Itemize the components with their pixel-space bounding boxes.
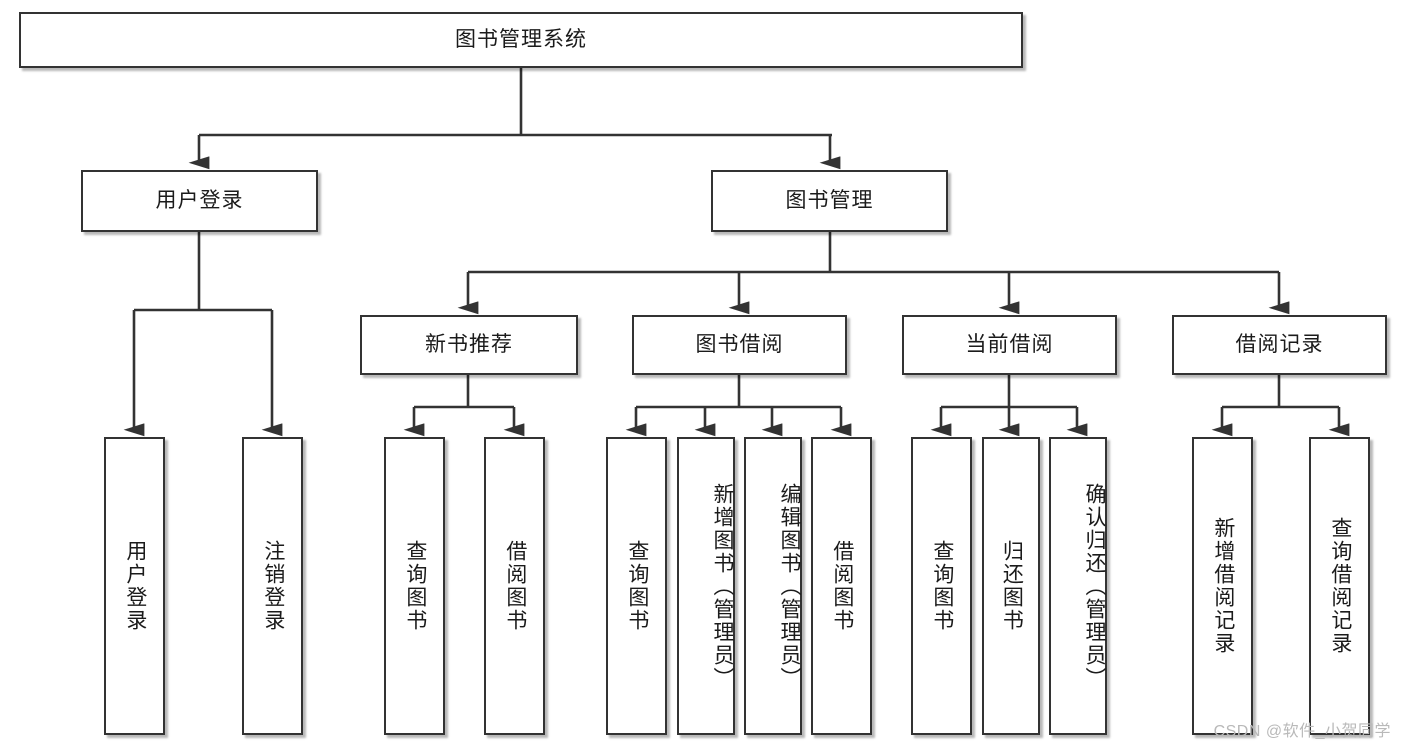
node-leaf-user-login[interactable]: 用户登录	[104, 437, 165, 735]
node-leaf-logout[interactable]: 注销登录	[242, 437, 303, 735]
node-book-borrow[interactable]: 图书借阅	[632, 315, 847, 375]
node-borrow-records[interactable]: 借阅记录	[1172, 315, 1387, 375]
node-label: 借阅图书	[503, 540, 527, 632]
node-leaf-confirm-return-admin[interactable]: 确认归还（管理员）	[1049, 437, 1107, 735]
node-leaf-add-borrow-record[interactable]: 新增借阅记录	[1192, 437, 1253, 735]
node-leaf-query-books-current[interactable]: 查询图书	[911, 437, 972, 735]
node-label: 新书推荐	[425, 332, 513, 356]
node-leaf-borrow-books[interactable]: 借阅图书	[811, 437, 872, 735]
node-label: 注销登录	[261, 540, 285, 632]
node-label: 确认归还（管理员）	[1083, 482, 1106, 690]
node-leaf-query-borrow-record[interactable]: 查询借阅记录	[1309, 437, 1370, 735]
node-leaf-add-book-admin[interactable]: 新增图书（管理员）	[677, 437, 735, 735]
node-label: 借阅图书	[830, 540, 854, 632]
node-label: 查询借阅记录	[1328, 517, 1352, 655]
node-new-book-recommend[interactable]: 新书推荐	[360, 315, 578, 375]
node-label: 当前借阅	[965, 332, 1054, 356]
node-label: 编辑图书（管理员）	[778, 482, 801, 690]
node-book-management[interactable]: 图书管理	[711, 170, 948, 232]
node-label: 查询图书	[930, 540, 954, 632]
node-label: 查询图书	[403, 540, 427, 632]
node-label: 用户登录	[155, 188, 244, 212]
node-label: 图书借阅	[695, 332, 784, 356]
node-label: 新增图书（管理员）	[711, 482, 734, 690]
csdn-watermark: CSDN @软件_小贺同学	[1213, 723, 1391, 740]
node-user-login[interactable]: 用户登录	[81, 170, 318, 232]
node-label: 图书管理系统	[455, 27, 587, 51]
node-leaf-return-books[interactable]: 归还图书	[982, 437, 1040, 735]
node-label: 图书管理	[785, 188, 874, 212]
node-label: 借阅记录	[1235, 332, 1324, 356]
node-label: 新增借阅记录	[1211, 517, 1235, 655]
node-label: 归还图书	[1000, 540, 1024, 632]
node-leaf-edit-book-admin[interactable]: 编辑图书（管理员）	[744, 437, 802, 735]
node-root-book-management-system[interactable]: 图书管理系统	[19, 12, 1023, 68]
node-leaf-query-books-borrow[interactable]: 查询图书	[606, 437, 667, 735]
node-current-borrow[interactable]: 当前借阅	[902, 315, 1117, 375]
node-leaf-query-books-recommend[interactable]: 查询图书	[384, 437, 445, 735]
node-label: 查询图书	[625, 540, 649, 632]
node-label: 用户登录	[123, 540, 147, 632]
node-leaf-borrow-books-recommend[interactable]: 借阅图书	[484, 437, 545, 735]
